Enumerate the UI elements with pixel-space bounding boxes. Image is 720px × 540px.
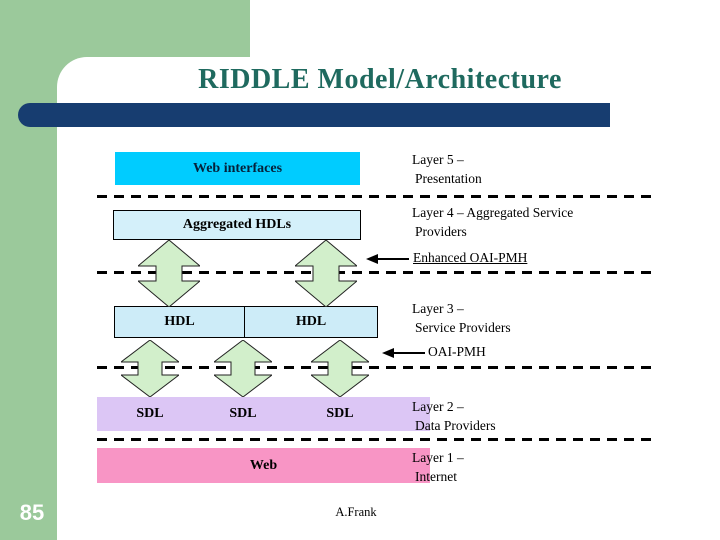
box-aggregated-hdls: Aggregated HDLs — [113, 210, 361, 240]
updown-arrow-icon — [214, 340, 272, 397]
page-title: RIDDLE Model/Architecture — [198, 64, 562, 95]
annotation-enhanced-oai-pmh: Enhanced OAI-PMH — [413, 250, 528, 265]
label-layer-5: Layer 5 – Presentation — [412, 150, 482, 188]
label-layer-5-line2: Presentation — [415, 171, 482, 186]
label-layer-2-line1: Layer 2 – — [412, 399, 464, 414]
label-layer-4-line1: Layer 4 – Aggregated Service — [412, 205, 574, 220]
box-hdl-right: HDL — [244, 306, 378, 338]
box-web-interfaces: Web interfaces — [115, 152, 360, 185]
strip-sdl: SDL SDL SDL — [97, 397, 430, 431]
slide-author: A.Frank — [335, 505, 377, 519]
label-layer-1: Layer 1 – Internet — [412, 448, 464, 486]
box-sdl-1: SDL — [136, 406, 164, 421]
layer-separator-2 — [97, 271, 655, 274]
left-arrow-icon — [366, 254, 409, 264]
updown-arrow-icon — [138, 240, 200, 307]
label-layer-4-line2: Providers — [415, 224, 467, 239]
label-layer-5-line1: Layer 5 – — [412, 152, 464, 167]
label-layer-4: Layer 4 – Aggregated Service Providers — [412, 203, 573, 241]
label-layer-1-line1: Layer 1 – — [412, 450, 464, 465]
label-layer-1-line2: Internet — [415, 469, 457, 484]
label-layer-2-line2: Data Providers — [415, 418, 496, 433]
updown-arrow-icon — [121, 340, 179, 397]
layer-separator-1 — [97, 195, 655, 198]
updown-arrow-icon — [295, 240, 357, 307]
layer-separator-3 — [97, 366, 655, 369]
slide-page-number: 85 — [19, 500, 45, 525]
label-layer-3: Layer 3 – Service Providers — [412, 299, 511, 337]
layer-separator-4 — [97, 438, 655, 441]
annotation-oai-pmh: OAI-PMH — [428, 344, 486, 359]
label-layer-3-line2: Service Providers — [415, 320, 511, 335]
box-web: Web — [97, 448, 430, 483]
box-hdl-left: HDL — [114, 306, 245, 338]
updown-arrow-icon — [311, 340, 369, 397]
title-underline-bar — [18, 103, 610, 127]
left-arrow-icon — [382, 348, 425, 358]
box-sdl-3: SDL — [326, 406, 354, 421]
box-sdl-2: SDL — [229, 406, 257, 421]
label-layer-2: Layer 2 – Data Providers — [412, 397, 496, 435]
label-layer-3-line1: Layer 3 – — [412, 301, 464, 316]
